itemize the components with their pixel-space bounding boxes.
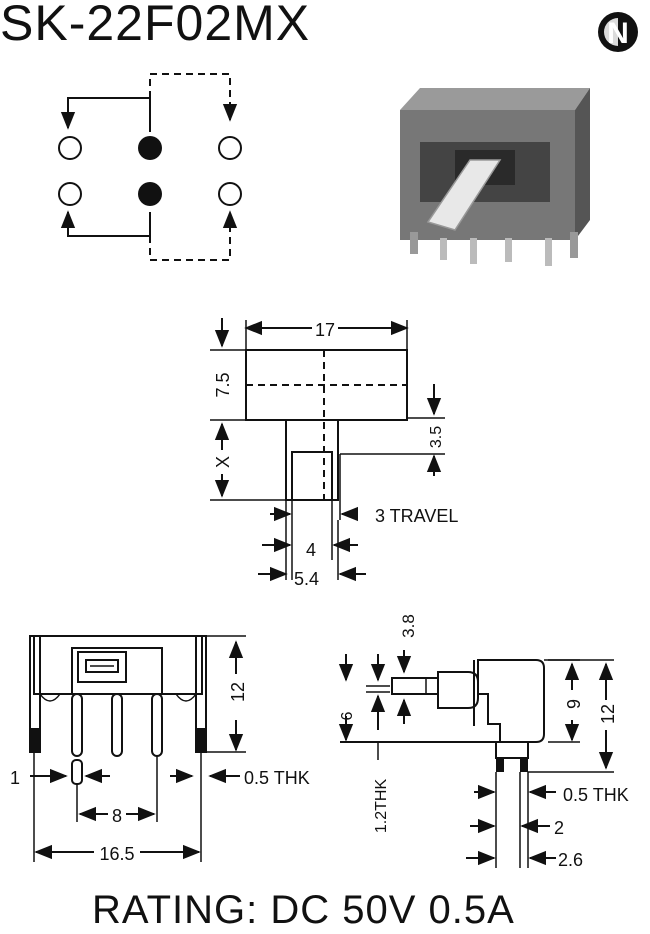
side-pin-span-label: 2.6 [558, 850, 583, 870]
outer-width-label: 5.4 [294, 569, 319, 589]
bottom-width-label: 16.5 [99, 844, 134, 864]
pin-pitch-label: 8 [112, 806, 122, 826]
terminal-open-circle [58, 182, 82, 206]
side-height-label: 12 [598, 704, 618, 724]
front-view-drawing: 17 7.5 X 3.5 3 TRAVEL 4 5.4 [210, 318, 458, 589]
side-thk-label: 0.5 THK [563, 785, 629, 805]
switch-schematic [58, 73, 242, 261]
front-x-label: X [213, 456, 233, 468]
pin-width-label: 1 [10, 768, 20, 788]
terminal-open-circle [218, 136, 242, 160]
side-pin-label: 2 [554, 818, 564, 838]
side-body-label: 6 [339, 711, 356, 720]
side-actuator-label: 3.8 [399, 614, 418, 638]
logo-letter: N [607, 17, 629, 50]
part-number-title: SK-22F02MX [0, 0, 311, 51]
actuator-height-label: 3.5 [428, 426, 445, 448]
bottom-thk-label: 0.5 THK [244, 768, 310, 788]
manufacturer-logo: N [598, 12, 638, 52]
switch-product-image [400, 88, 590, 266]
terminal-common-dot [138, 182, 162, 206]
side-view-drawing: 3.8 6 1.2THK 9 12 0.5 THK 2 2.6 [338, 614, 629, 870]
mount-thk-label: 1.2THK [373, 779, 390, 834]
terminal-open-circle [218, 182, 242, 206]
front-width-label: 17 [315, 320, 335, 340]
terminal-open-circle [58, 136, 82, 160]
travel-label: 3 TRAVEL [375, 506, 458, 526]
inner-width-label: 4 [306, 540, 316, 560]
terminal-common-dot [138, 136, 162, 160]
front-height-label: 7.5 [213, 372, 233, 397]
bottom-view-drawing: 12 1 0.5 THK 8 16.5 [10, 635, 310, 864]
side-inner-height-label: 9 [564, 699, 584, 709]
rating-text: RATING: DC 50V 0.5A [92, 888, 515, 932]
bottom-height-label: 12 [228, 682, 248, 702]
